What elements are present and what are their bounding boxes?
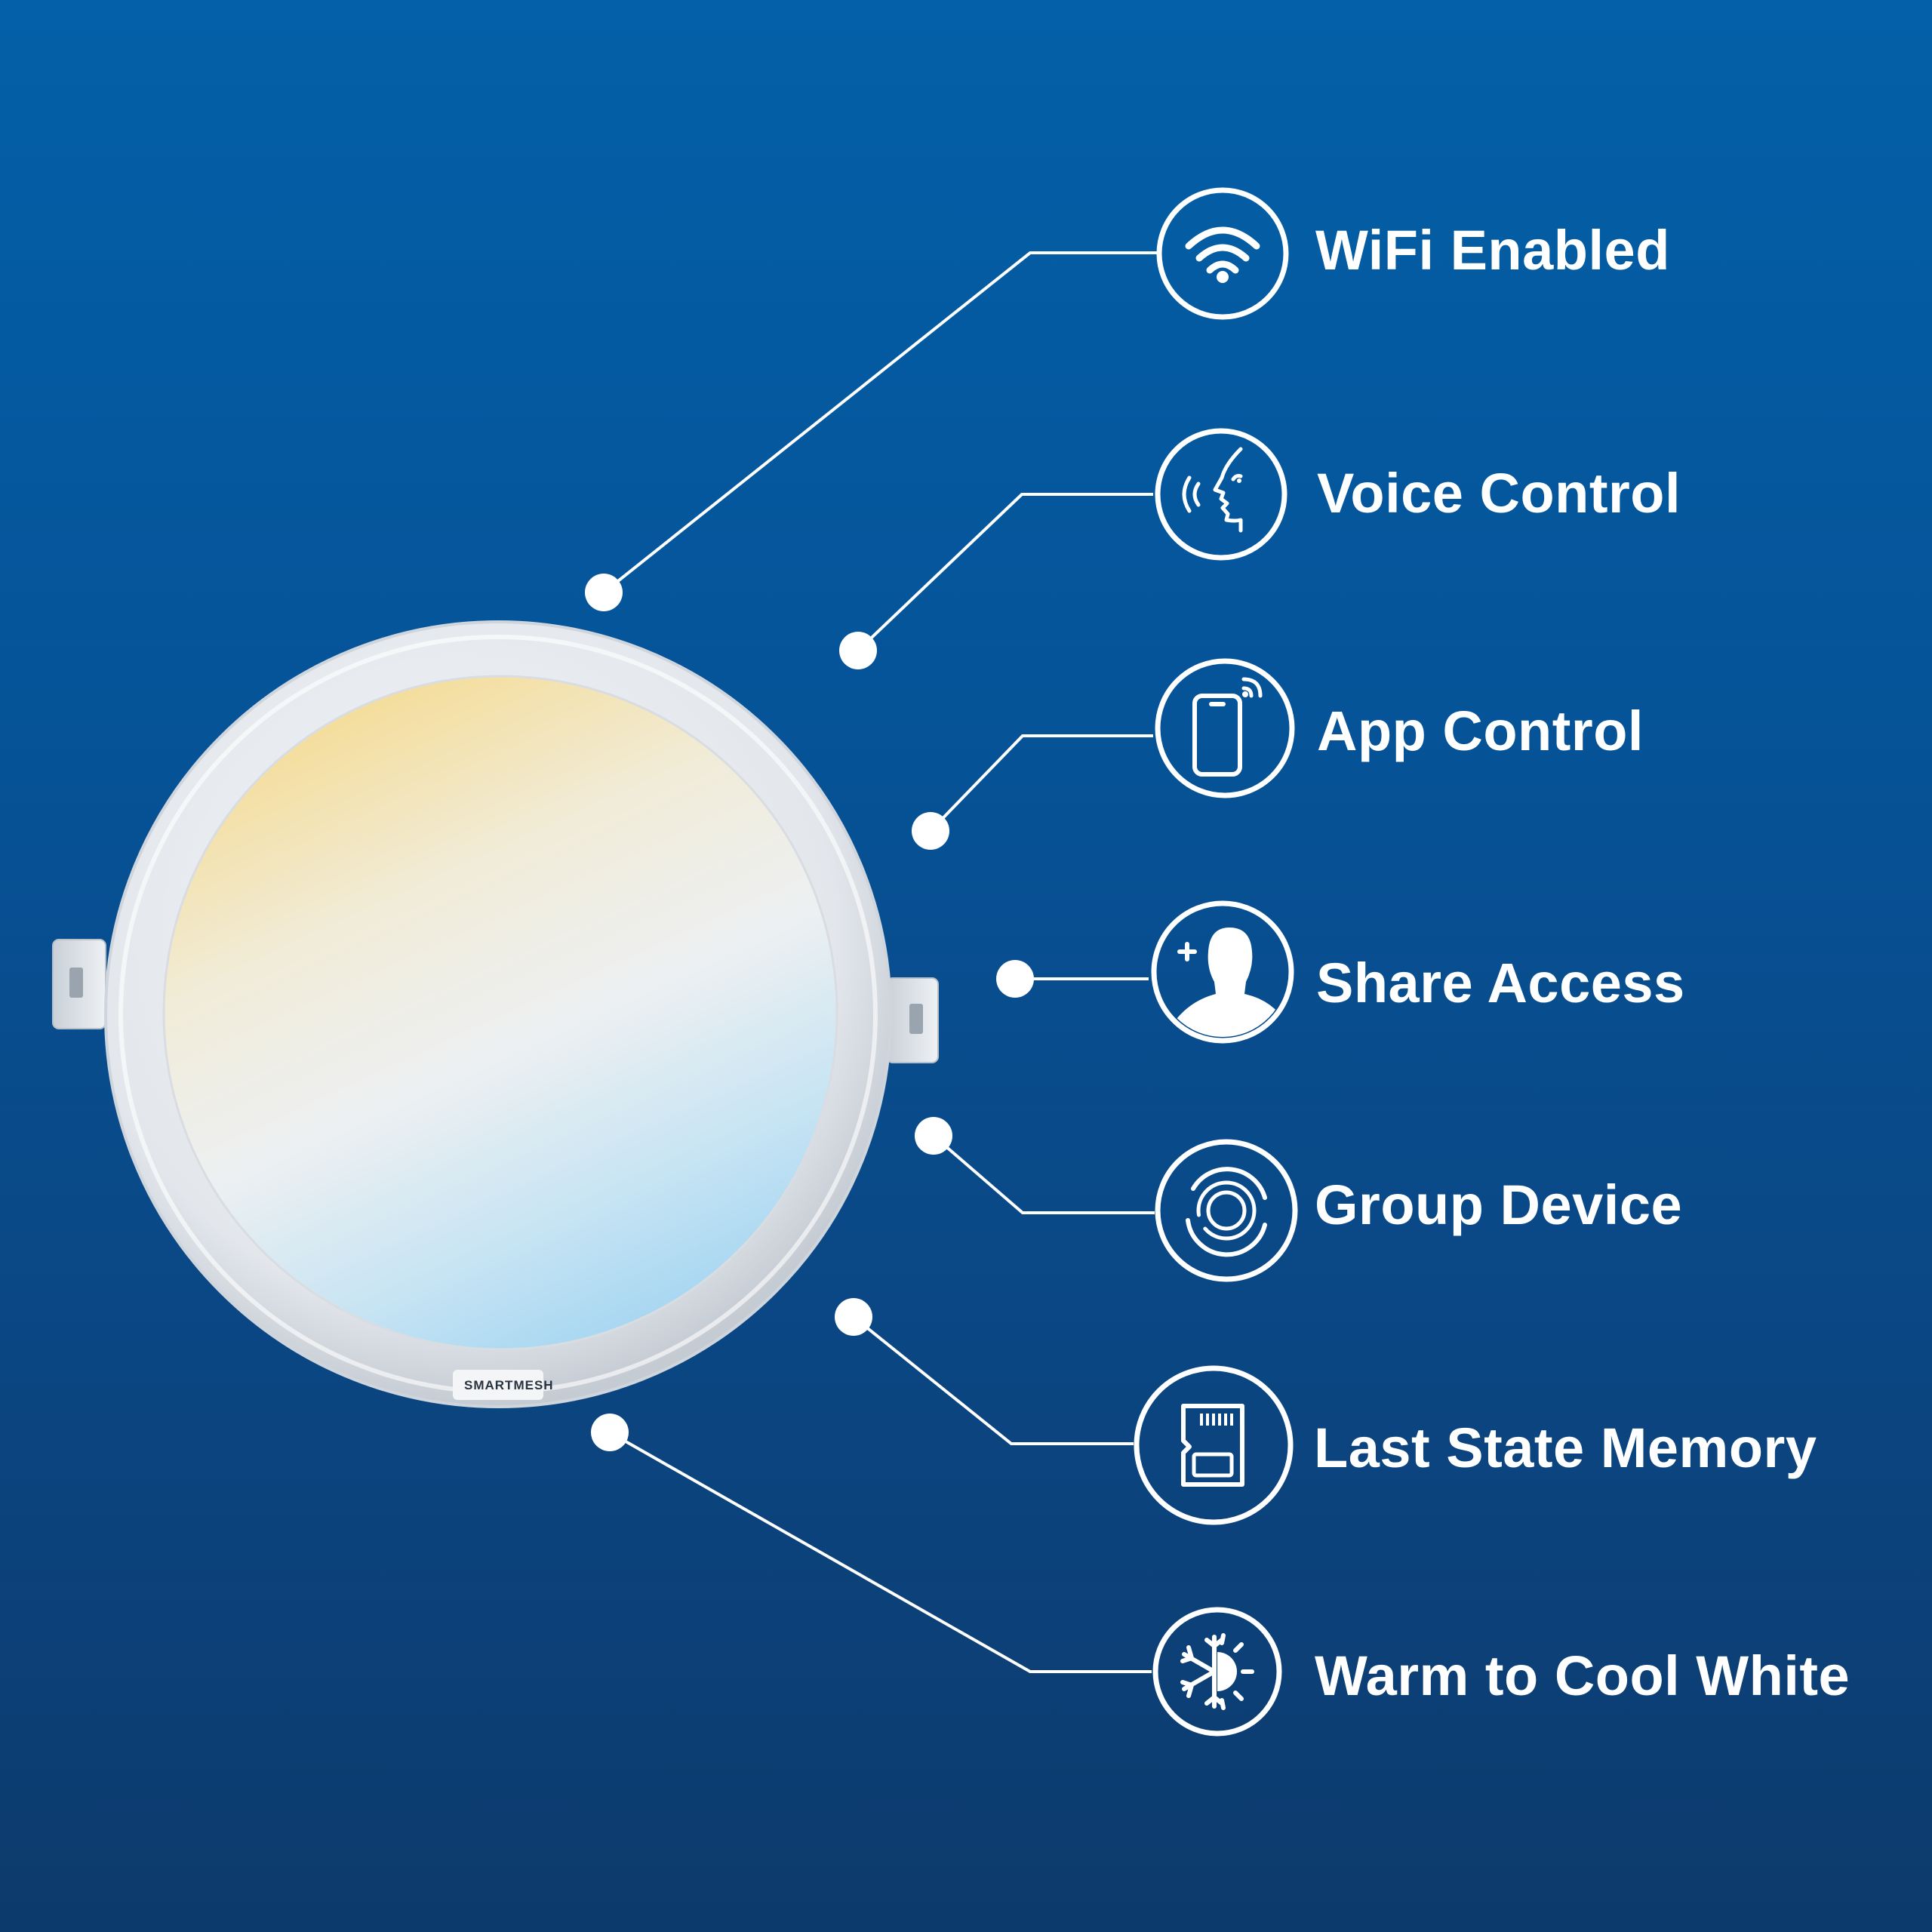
brand-logo-text: SMARTMESH <box>464 1378 554 1392</box>
connector-line-app <box>929 734 1153 832</box>
user-add-icon <box>1151 900 1294 1044</box>
connector-line-group <box>932 1134 1155 1214</box>
feature-label-memory: Last State Memory <box>1314 1417 1817 1479</box>
connector-dot-group <box>915 1117 952 1155</box>
feature-label-wifi: WiFi Enabled <box>1315 219 1670 281</box>
spring-clip-left <box>52 939 106 1029</box>
feature-label-share: Share Access <box>1316 952 1685 1014</box>
feature-label-cct: Warm to Cool White <box>1315 1644 1850 1707</box>
feature-label-app: App Control <box>1317 700 1644 762</box>
memory-card-icon <box>1134 1365 1294 1525</box>
connector-dot-share <box>996 960 1034 998</box>
connector-line-memory <box>852 1315 1134 1445</box>
connector-line-cct <box>609 1431 1152 1673</box>
connector-dot-wifi <box>585 574 623 611</box>
wifi-icon <box>1156 187 1289 320</box>
led-panel-downlight <box>52 620 939 1408</box>
connector-dot-app <box>912 812 949 850</box>
spring-clip-right <box>886 977 939 1063</box>
feature-label-group: Group Device <box>1315 1174 1683 1236</box>
smartphone-icon <box>1155 658 1295 798</box>
connector-line-wifi <box>602 251 1157 594</box>
snowflake-sun-icon <box>1152 1607 1282 1737</box>
connector-dot-voice <box>839 632 877 669</box>
feature-label-voice: Voice Control <box>1317 462 1681 525</box>
group-rings-icon <box>1155 1139 1298 1282</box>
connector-dot-cct <box>591 1414 629 1451</box>
connector-dot-memory <box>835 1298 872 1336</box>
voice-face-icon <box>1155 428 1287 561</box>
connector-line-voice <box>857 493 1153 652</box>
